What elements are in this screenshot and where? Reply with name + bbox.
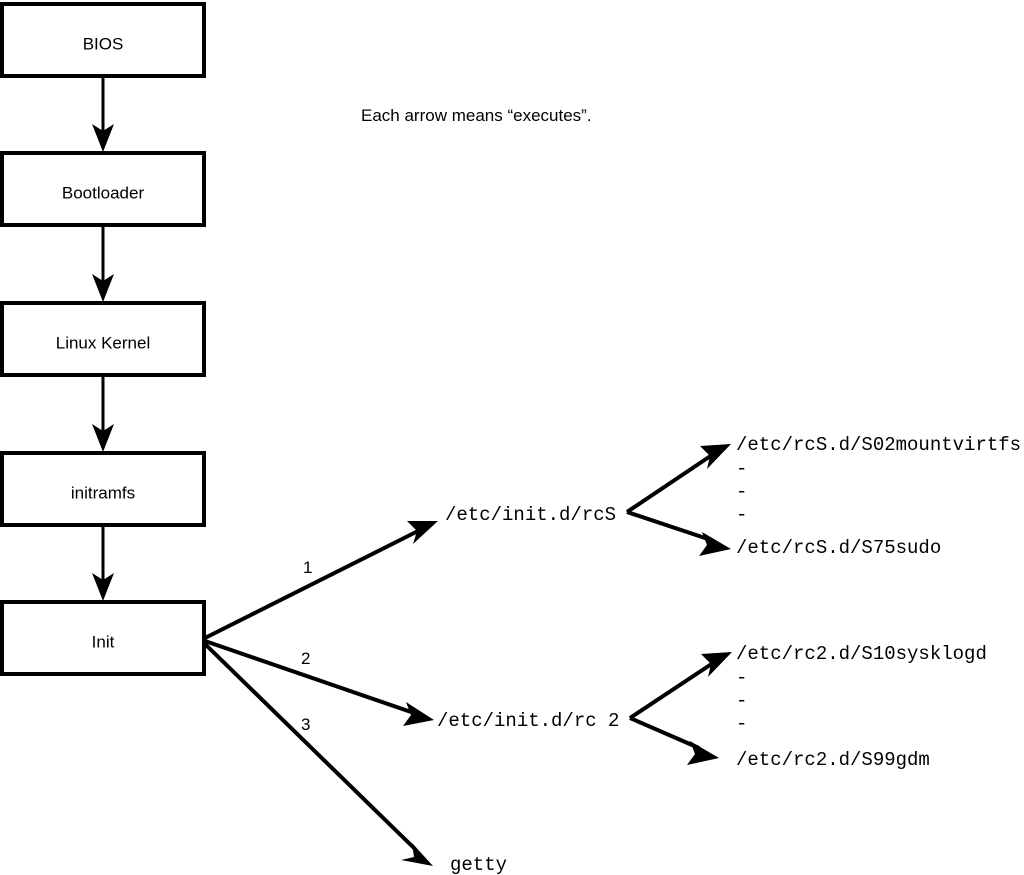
node-init-box[interactable] (0, 600, 206, 676)
arrow-rcs-to-last-script (626, 510, 731, 556)
arrow-rc2-to-last-script (629, 716, 719, 765)
rcs-ellipsis-dash-2: - (736, 481, 747, 503)
node-bios-box[interactable] (0, 2, 206, 78)
node-bootloader-label: Bootloader (62, 183, 145, 202)
label-etc-init-d-rc2: /etc/init.d/rc 2 (437, 710, 619, 732)
label-getty: getty (450, 854, 507, 875)
node-initramfs-label: initramfs (71, 483, 135, 502)
node-bootloader[interactable]: Bootloader (0, 151, 206, 227)
edge-number-2: 2 (301, 649, 310, 668)
node-linux-kernel-label: Linux Kernel (56, 333, 151, 352)
arrow-init-branch-1 (204, 521, 438, 640)
node-initramfs[interactable]: initramfs (0, 451, 206, 527)
label-etc-init-d-rcs: /etc/init.d/rcS (445, 504, 616, 526)
arrow-bios-to-bootloader (92, 76, 114, 152)
label-rcs-first-script: /etc/rcS.d/S02mountvirtfs (736, 434, 1021, 456)
node-init-label: Init (92, 632, 115, 651)
arrow-bootloader-to-kernel (92, 225, 114, 302)
caption-text: Each arrow means “executes”. (361, 106, 592, 125)
rc2-ellipsis-dash-1: - (736, 667, 747, 689)
arrow-init-branch-2 (204, 639, 434, 726)
rc2-ellipsis-dash-3: - (736, 713, 747, 735)
arrow-init-branch-3 (203, 642, 433, 866)
arrow-rcs-to-first-script (625, 444, 731, 514)
label-rc2-last-script: /etc/rc2.d/S99gdm (736, 749, 930, 771)
arrow-initramfs-to-init (92, 525, 114, 601)
node-initramfs-box[interactable] (0, 451, 206, 527)
arrow-rc2-to-first-script (628, 652, 732, 720)
rc2-ellipsis-dash-2: - (736, 690, 747, 712)
rcs-ellipsis-dash-1: - (736, 458, 747, 480)
edge-number-1: 1 (303, 558, 312, 577)
node-init[interactable]: Init (0, 600, 206, 676)
label-rc2-first-script: /etc/rc2.d/S10sysklogd (736, 643, 987, 665)
node-linux-kernel[interactable]: Linux Kernel (0, 301, 206, 377)
node-bios[interactable]: BIOS (0, 2, 206, 78)
rcs-ellipsis-dash-3: - (736, 504, 747, 526)
label-rcs-last-script: /etc/rcS.d/S75sudo (736, 537, 941, 559)
edge-number-3: 3 (301, 715, 310, 734)
arrow-kernel-to-initramfs (92, 375, 114, 452)
node-bios-label: BIOS (83, 34, 124, 53)
